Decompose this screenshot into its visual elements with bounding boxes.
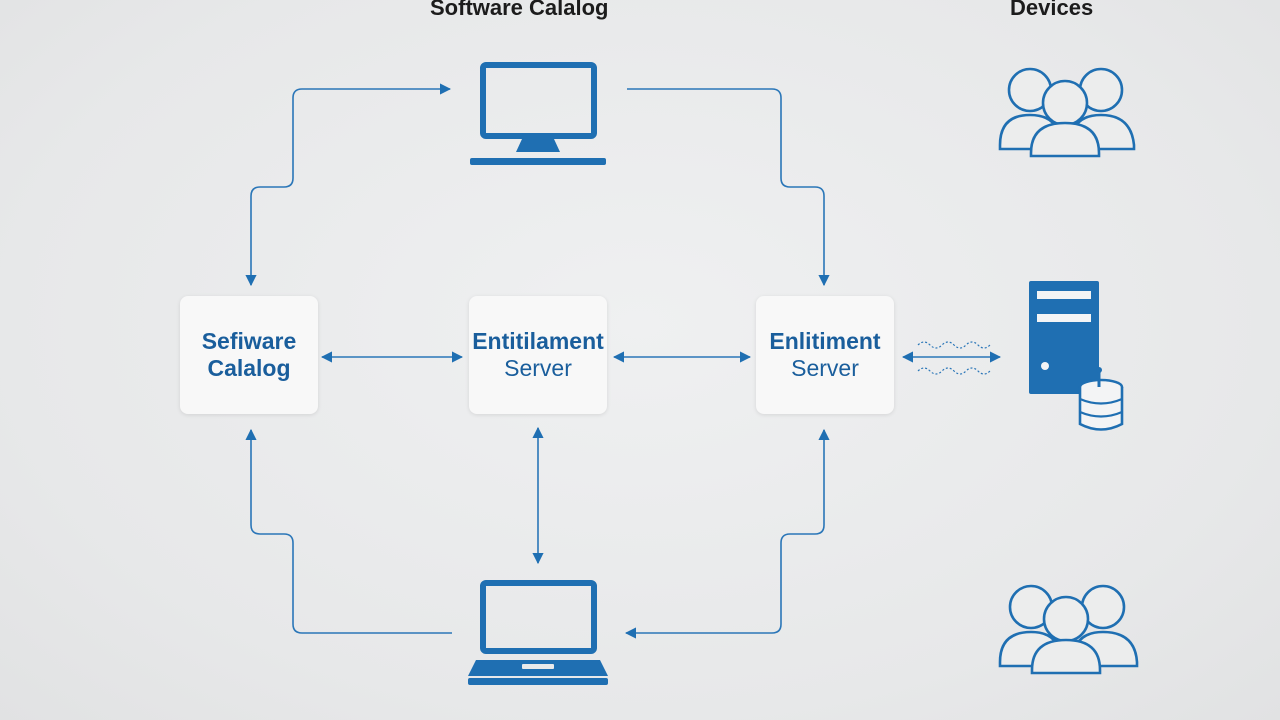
- node-ent2-line2: Server: [791, 355, 859, 381]
- node-software-catalog[interactable]: Sefiware Calalog: [180, 296, 318, 414]
- connector-bottom-left: [245, 428, 452, 634]
- node-entitlement-server-2[interactable]: Enlitiment Server: [756, 296, 894, 414]
- connector-bottom-right: [624, 428, 830, 639]
- heading-devices: Devices: [1010, 0, 1094, 20]
- laptop-icon: [468, 580, 608, 685]
- node-catalog-line2: Calalog: [207, 355, 291, 381]
- user-group-icon: [998, 67, 1136, 158]
- database-icon: [1078, 367, 1124, 431]
- desktop-monitor-icon: [470, 62, 606, 165]
- sync-wave-top: [917, 341, 991, 349]
- sync-wave-bottom: [917, 367, 991, 375]
- heading-software-catalog: Software Calalog: [430, 0, 609, 20]
- node-entitlement-server-1[interactable]: Entitilament Server: [469, 296, 607, 414]
- node-ent2-line1: Enlitiment: [769, 328, 881, 354]
- node-catalog-line1: Sefiware: [201, 328, 297, 354]
- server-tower-icon: [1029, 281, 1099, 394]
- connector-top-left: [245, 83, 452, 287]
- node-ent1-line2: Server: [504, 355, 572, 381]
- node-ent1-line1: Entitilament: [472, 328, 604, 354]
- connector-top-right: [627, 88, 830, 287]
- user-group-icon: [998, 584, 1139, 675]
